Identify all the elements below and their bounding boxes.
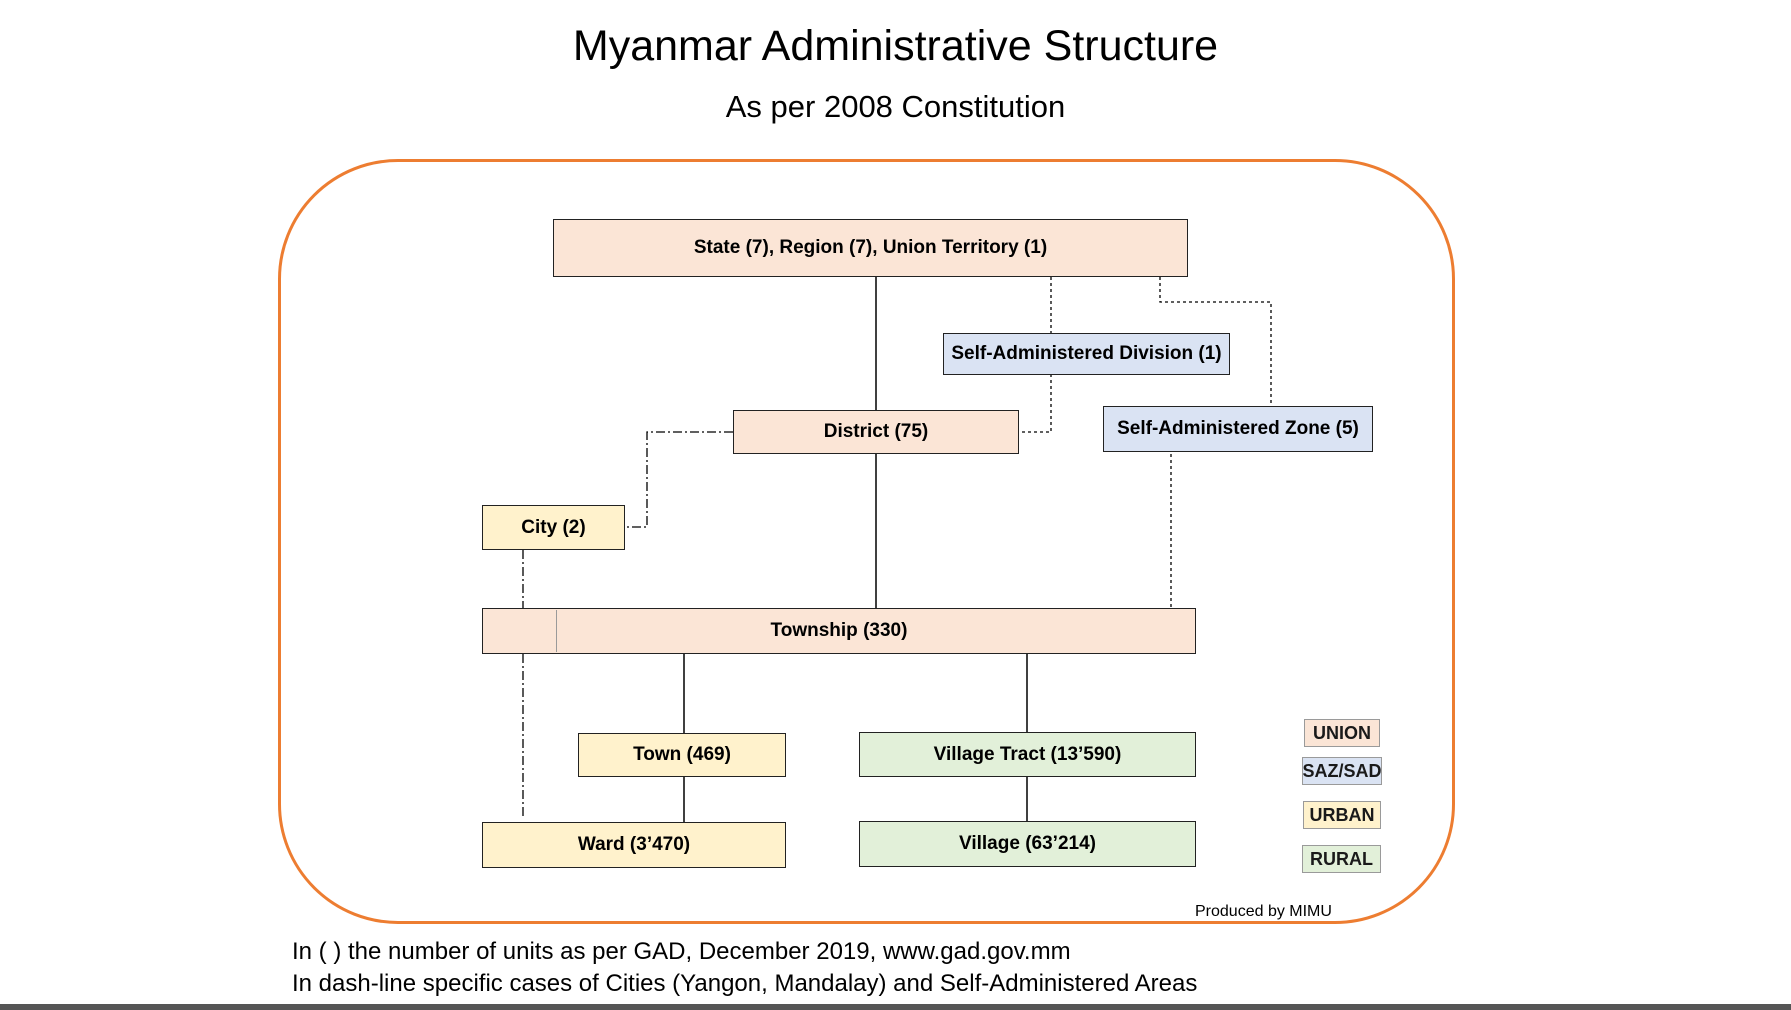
connector-state-saz: [1159, 277, 1272, 406]
legend-saz-sad: SAZ/SAD: [1302, 757, 1382, 785]
township-inner-divider: [556, 610, 557, 652]
self-administered-division-box: Self-Administered Division (1): [943, 333, 1230, 375]
page-subtitle: As per 2008 Constitution: [725, 89, 1066, 124]
legend-union: UNION: [1304, 719, 1380, 747]
ward-box: Ward (3’470): [482, 822, 786, 868]
city-box: City (2): [482, 505, 625, 550]
self-administered-zone-box: Self-Administered Zone (5): [1103, 406, 1373, 452]
connector-sad-district: [1019, 374, 1052, 433]
legend-rural: RURAL: [1302, 845, 1381, 873]
bottom-border: [0, 1004, 1791, 1010]
diagram-frame: [278, 159, 1455, 924]
footnote-units: In ( ) the number of units as per GAD, D…: [292, 938, 1071, 965]
state-region-box: State (7), Region (7), Union Territory (…: [553, 219, 1188, 277]
page-title: Myanmar Administrative Structure: [572, 22, 1219, 70]
district-box: District (75): [733, 410, 1019, 454]
credit-text: Produced by MIMU: [1195, 903, 1332, 920]
village-box: Village (63’214): [859, 821, 1196, 867]
legend-urban: URBAN: [1303, 801, 1381, 829]
town-box: Town (469): [578, 733, 786, 777]
footnote-dashline: In dash-line specific cases of Cities (Y…: [292, 970, 1198, 997]
township-box: Township (330): [482, 608, 1196, 654]
connector-district-city: [625, 431, 733, 528]
village-tract-box: Village Tract (13’590): [859, 732, 1196, 777]
